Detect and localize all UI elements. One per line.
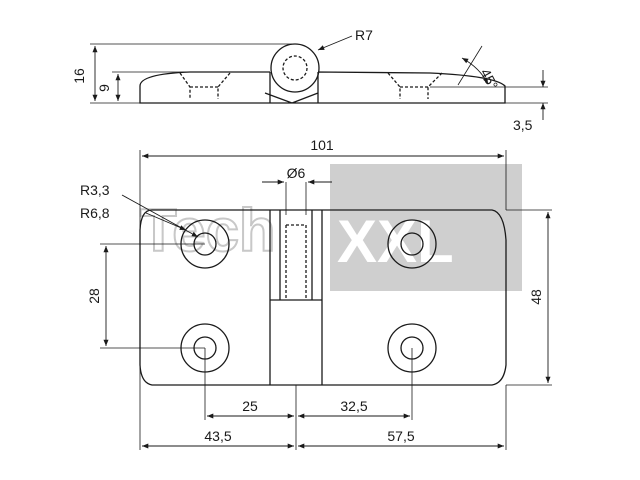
hole-top-right-boss	[387, 219, 437, 269]
dim-boss-radius: R6,8	[80, 205, 110, 221]
dim-hole-spacing-vertical: 28	[86, 288, 102, 304]
dim-hole-radius: R3,3	[80, 182, 110, 198]
dim-radius-knuckle: R7	[355, 27, 373, 43]
hole-top-right	[400, 232, 424, 256]
side-view-countersink-left	[179, 72, 231, 99]
dim-angle-countersink: 45°	[477, 66, 501, 92]
top-view-plate-outline	[139, 209, 507, 386]
dim-left-half-width: 43,5	[204, 428, 231, 444]
side-view-countersink-right	[387, 72, 443, 99]
watermark: Tech XXL	[139, 164, 522, 291]
watermark-box	[330, 164, 522, 291]
watermark-text-right: XXL	[337, 208, 454, 275]
dim-height-leaf: 9	[96, 84, 112, 92]
top-view-pin-hidden	[285, 224, 307, 300]
side-view-pin	[282, 55, 308, 81]
dim-overall-height: 48	[528, 289, 544, 305]
dim-right-hole-offset: 32,5	[340, 398, 367, 414]
dim-height-total: 16	[71, 68, 87, 84]
dim-thickness: 3,5	[513, 117, 533, 133]
dim-overall-width: 101	[310, 137, 334, 153]
dim-pin-diameter: Ø6	[287, 165, 306, 181]
watermark-text-left: Tech	[140, 197, 276, 264]
side-view-leaf-outline	[139, 71, 506, 104]
dim-left-hole-offset: 25	[242, 398, 258, 414]
side-view	[90, 35, 548, 120]
side-view-knuckle	[270, 43, 320, 93]
dim-right-half-width: 57,5	[387, 428, 414, 444]
top-view	[100, 150, 552, 450]
